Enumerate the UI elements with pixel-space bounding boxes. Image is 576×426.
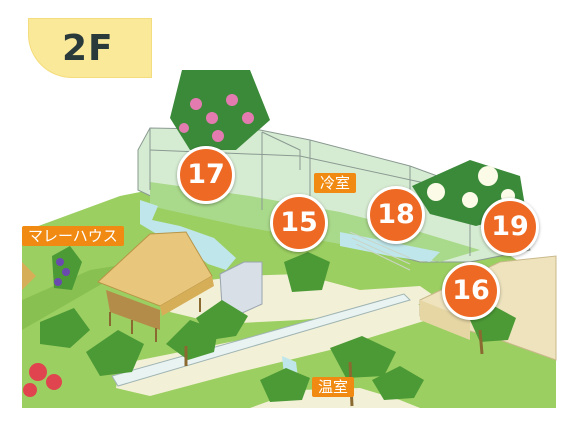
malay-house-stilts (109, 298, 201, 342)
stream-2 (340, 232, 440, 262)
map-marker-19[interactable]: 19 (481, 198, 539, 256)
map-marker-17[interactable]: 17 (177, 146, 235, 204)
floor-badge: 2F (28, 18, 152, 78)
steps (349, 231, 411, 271)
red-flowers (23, 363, 62, 397)
purple-flowers (54, 258, 70, 286)
floor-label: 2F (62, 28, 114, 69)
flowering-plant-top (170, 70, 270, 150)
lower-path (116, 300, 440, 396)
building-front (420, 300, 470, 340)
area-label-cool-room[interactable]: 冷室 (314, 173, 357, 193)
map-marker-15[interactable]: 15 (270, 194, 328, 252)
palm-trees (40, 246, 516, 402)
malay-house-roof-shade (160, 276, 214, 316)
map-marker-16[interactable]: 16 (442, 262, 500, 320)
malay-house-base (106, 290, 160, 330)
map-marker-18[interactable]: 18 (367, 186, 425, 244)
hut-left (22, 262, 36, 290)
area-label-malay-house[interactable]: マレーハウス (22, 226, 124, 246)
area-label-warm-room[interactable]: 温室 (312, 377, 355, 397)
malay-house-roof (97, 231, 213, 307)
